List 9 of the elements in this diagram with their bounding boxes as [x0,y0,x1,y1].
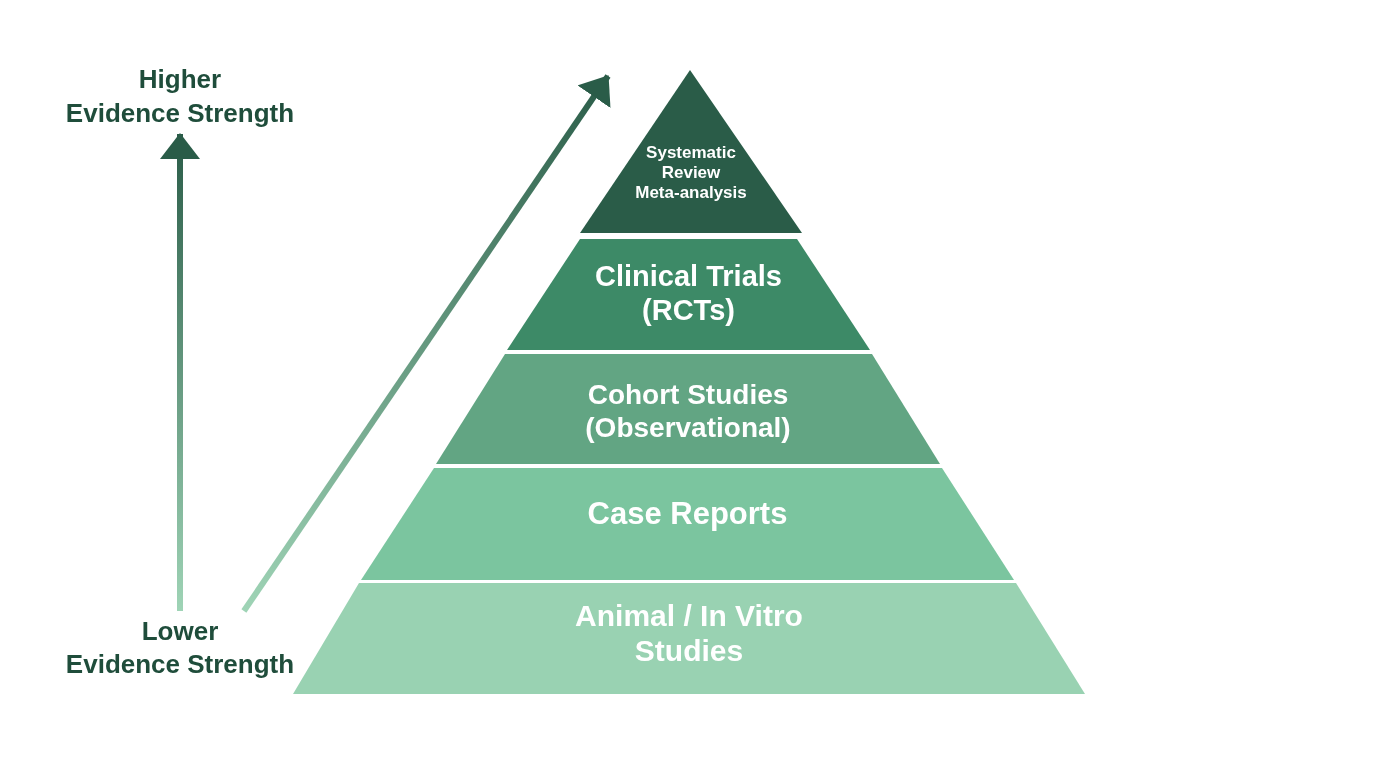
tier-label: Case Reports [587,496,788,532]
tier-label: Animal / In Vitro Studies [575,598,803,668]
tier-label: Cohort Studies (Observational) [585,378,791,444]
evidence-level-label: Higher Evidence Strength [65,62,295,130]
evidence-level-label: Lower Evidence Strength [65,615,295,681]
arrow [241,74,611,613]
tier-label: Systematic Review Meta-analysis [635,143,747,203]
arrow [160,133,200,611]
tier-label: Clinical Trials (RCTs) [595,259,782,327]
